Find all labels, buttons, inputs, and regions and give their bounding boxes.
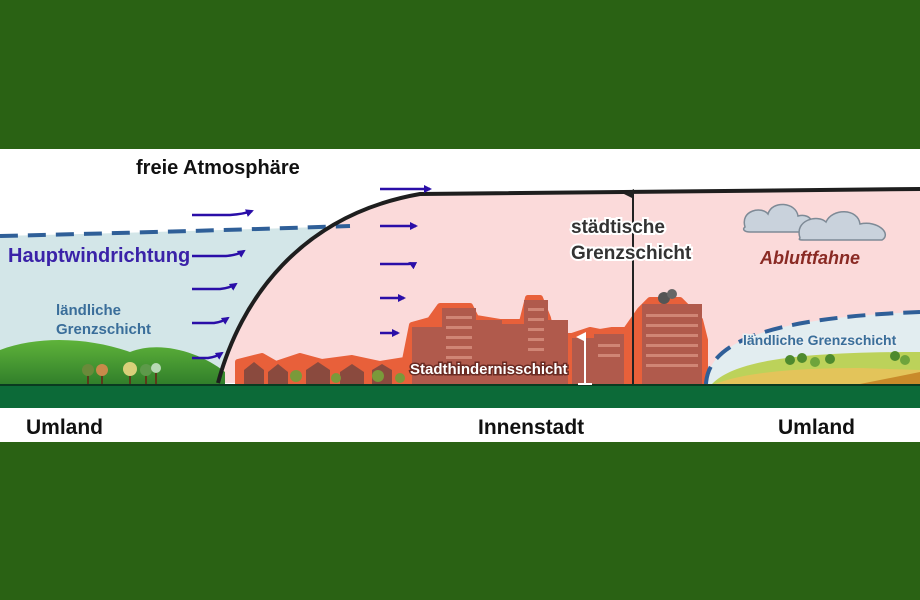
- main-wind-label: Hauptwindrichtung: [8, 245, 190, 267]
- ground: [0, 384, 920, 408]
- region-right-label: Umland: [778, 416, 855, 439]
- city-skyline: [235, 289, 708, 387]
- right-arrow-icon: [192, 351, 224, 360]
- right-arrow-icon: [192, 209, 254, 217]
- trees-left: [82, 362, 161, 384]
- hills-left: [0, 340, 225, 386]
- urban-bl-label-line2: Grenzschicht: [571, 243, 692, 264]
- rural-boundary-right: [704, 310, 920, 385]
- smoke-icon: [658, 292, 670, 304]
- right-arrow-icon: [192, 249, 246, 258]
- region-center-label: Innenstadt: [478, 416, 584, 439]
- rural-bl-left-label-line1: ländliche: [56, 302, 121, 319]
- canopy-layer-label: Stadthindernisschicht: [410, 361, 568, 378]
- cloud-icon: [742, 203, 887, 241]
- rural-bl-left-label-line2: Grenzschicht: [56, 321, 151, 338]
- rural-boundary-left: [0, 224, 351, 238]
- plume-label: Abluftfahne: [759, 248, 860, 268]
- rural-bl-right-label: ländliche Grenzschicht: [743, 332, 897, 348]
- urban-boundary-line: [216, 187, 920, 384]
- wind-arrows: [192, 185, 432, 360]
- urban-bl-label-line1: städtische: [571, 217, 665, 238]
- free-atmosphere-label: freie Atmosphäre: [136, 157, 300, 179]
- region-left-label: Umland: [26, 416, 103, 439]
- right-arrow-icon: [380, 261, 418, 270]
- right-arrow-icon: [192, 316, 230, 325]
- fields-right: [712, 351, 920, 384]
- right-arrow-icon: [192, 282, 238, 291]
